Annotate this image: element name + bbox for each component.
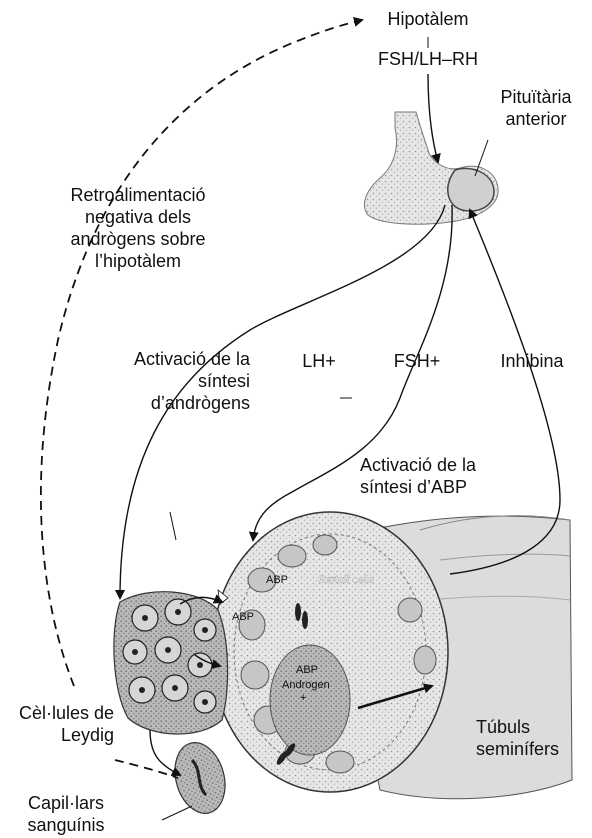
lh-label: LH+	[286, 350, 352, 372]
lumen	[270, 645, 350, 755]
releasing-hormone-label: FSH/LH–RH	[360, 48, 496, 70]
inhibin-label: Inhibina	[482, 350, 582, 372]
androgen-plus-label: +	[300, 692, 306, 704]
abp-label-lumen: ABP	[296, 664, 318, 676]
gnrh-arrow	[428, 74, 438, 162]
negative-feedback-label: Retroalimentació negativa dels andrògens…	[40, 184, 236, 272]
capillaries-label: Capil·lars sanguínis	[4, 792, 128, 836]
androgen-label: Androgen	[282, 679, 330, 691]
sertoli-cells-label: Sertoli cells	[318, 574, 375, 586]
abp-label-top: ABP	[266, 574, 288, 586]
abp-label-left: ABP	[232, 611, 254, 623]
fsh-label: FSH+	[380, 350, 454, 372]
leydig-cells-label: Cèl·lules de Leydig	[4, 702, 114, 746]
seminiferous-tubules-label: Túbuls seminífers	[476, 716, 586, 760]
hypothalamus-label: Hipotàlem	[366, 8, 490, 30]
abp-synthesis-label: Activació de la síntesi d’ABP	[360, 454, 540, 498]
anterior-pituitary-label: Pituïtària anterior	[480, 86, 592, 130]
androgen-synthesis-label: Activació de la síntesi d’andrògens	[80, 348, 250, 414]
